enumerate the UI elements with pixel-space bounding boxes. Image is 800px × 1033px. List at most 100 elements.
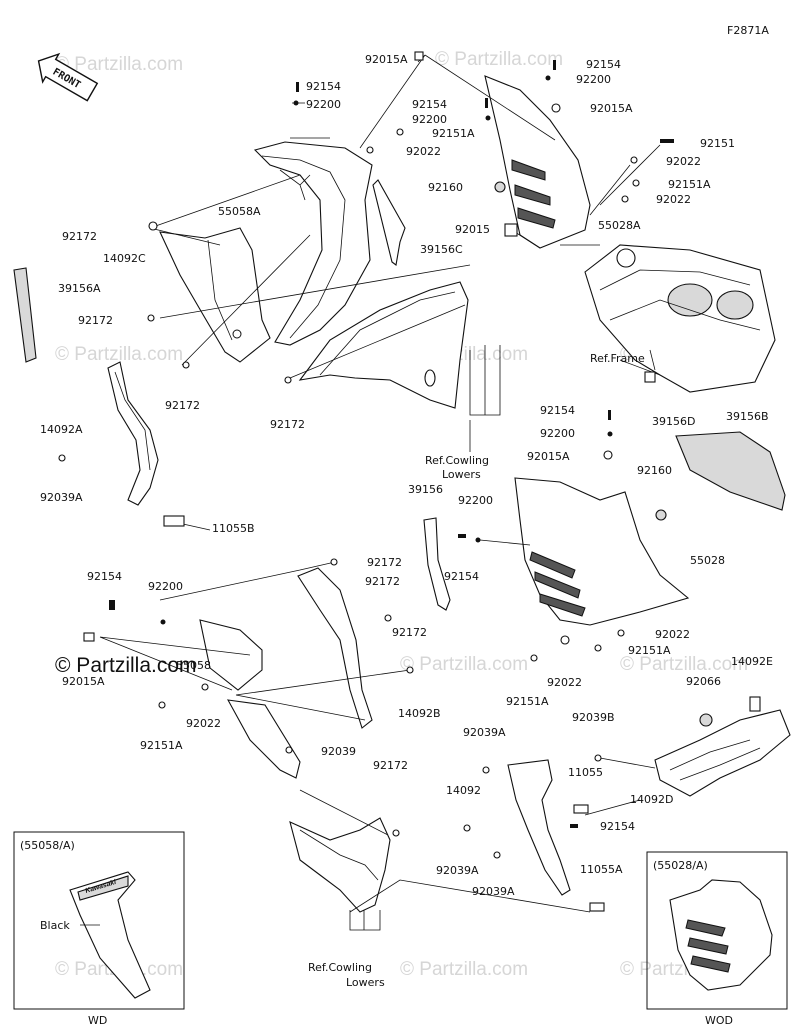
label-92151A-r: 92151A [668, 178, 711, 191]
label-92172-h: 92172 [373, 759, 408, 772]
label-ref-cowling-2b: Lowers [346, 976, 385, 989]
label-92015: 92015 [455, 223, 490, 236]
label-92160-a: 92160 [428, 181, 463, 194]
label-92151A-c: 92151A [506, 695, 549, 708]
washer-92200-b [545, 75, 551, 81]
washer-92200-e [475, 537, 481, 543]
watermark-7: © Partzilla.com [620, 654, 748, 675]
screw-92172-h [392, 829, 400, 837]
frame-ref [584, 244, 776, 393]
figure-code: F2871A [727, 24, 769, 37]
screw-92172-a [148, 221, 158, 231]
screw-92151A-b [594, 644, 602, 652]
label-14092C: 14092C [103, 252, 146, 265]
watermarks: © Partzilla.com © Partzilla.com © Partzi… [55, 49, 748, 980]
label-ref-cowling-1: Ref.Cowling [425, 454, 489, 467]
washer-92022-b [617, 629, 625, 637]
pad-39156B [675, 431, 786, 511]
washer-92200-c [485, 115, 491, 121]
label-11055: 11055 [568, 766, 603, 779]
watermark-6: © Partzilla.com [400, 654, 528, 675]
main-watermark: © Partzilla.com [55, 654, 197, 677]
label-92172-c: 92172 [165, 399, 200, 412]
label-92154-d: 92154 [540, 404, 575, 417]
label-92172-d: 92172 [270, 418, 305, 431]
watermark-2: © Partzilla.com [435, 49, 563, 70]
label-92154-c: 92154 [412, 98, 447, 111]
washer-92022-r [630, 156, 638, 164]
clip-11055B [163, 515, 185, 527]
label-92022-r: 92022 [666, 155, 701, 168]
label-ref-cowling-1b: Lowers [442, 468, 481, 481]
fasteners [58, 51, 761, 912]
label-92200-c: 92200 [412, 113, 447, 126]
label-92172-g: 92172 [392, 626, 427, 639]
screw-92172-c [182, 361, 190, 369]
clip-92015A-m [603, 450, 613, 460]
screw-92172-g [406, 666, 414, 674]
label-92015A-top: 92015A [365, 53, 408, 66]
inset-right-frame [646, 851, 788, 1010]
label-92022-c: 92022 [547, 676, 582, 689]
label-92200-b: 92200 [576, 73, 611, 86]
bolt-92154-d [608, 410, 611, 420]
inset-left-label: Black [40, 919, 70, 932]
rivet-92039A-c [463, 824, 471, 832]
label-92151A-b: 92151A [628, 644, 671, 657]
label-92154-g: 92154 [600, 820, 635, 833]
lower-cowl-bottom [289, 817, 391, 913]
bolt-92154-g [570, 824, 578, 828]
label-14092E: 14092E [731, 655, 773, 668]
upper-cowl-55058A [253, 141, 373, 346]
label-39156C: 39156C [420, 243, 463, 256]
label-92172-b: 92172 [78, 314, 113, 327]
bolt-92154-b [553, 60, 556, 70]
label-55058: 55058 [176, 659, 211, 672]
inset-55058A: (55058/A) Kawasaki Black WD [13, 831, 185, 1027]
screw-92151A-d [158, 701, 166, 709]
screw-92151A-a [396, 128, 404, 136]
label-92015A-r: 92015A [590, 102, 633, 115]
label-92200-f: 92200 [148, 580, 183, 593]
label-ref-cowling-2: Ref.Cowling [308, 961, 372, 974]
watermark-9: © Partzilla.com [400, 959, 528, 980]
label-92154-a: 92154 [306, 80, 341, 93]
clip-11055A [589, 902, 605, 912]
label-92066: 92066 [686, 675, 721, 688]
screw-92172-b [147, 314, 155, 322]
screw-92151 [660, 139, 674, 143]
bracket-14092E [749, 696, 761, 712]
label-55028: 55028 [690, 554, 725, 567]
label-92015A-m: 92015A [527, 450, 570, 463]
rivet-92039B [594, 754, 602, 762]
washer-92200-a [293, 100, 299, 106]
label-92151: 92151 [700, 137, 735, 150]
label-55058A: 55058A [218, 205, 261, 218]
label-92200-a: 92200 [306, 98, 341, 111]
label-92200-e: 92200 [458, 494, 493, 507]
inset-55028A: (55028/A) WOD [646, 851, 788, 1027]
washer-92200-d [607, 431, 613, 437]
pad-39156D [644, 371, 656, 383]
nut-92160-b [655, 509, 667, 521]
label-92172-f: 92172 [365, 575, 400, 588]
side-cowl-55028 [514, 477, 690, 626]
bracket-14092A [107, 361, 159, 506]
label-14092A: 14092A [40, 423, 83, 436]
duct-14092D [654, 709, 791, 797]
label-14092B: 14092B [398, 707, 441, 720]
screw-92172-d [284, 376, 292, 384]
label-14092D: 14092D [630, 793, 673, 806]
bracket-14092 [507, 759, 571, 896]
label-92172-e: 92172 [367, 556, 402, 569]
inner-panel-14092C [159, 227, 271, 363]
strip-39156C [372, 179, 406, 266]
rivet-92039A-a [58, 454, 66, 462]
duct-55028A [484, 75, 591, 249]
label-ref-frame: Ref.Frame [590, 352, 645, 365]
rivet-92039 [285, 746, 293, 754]
label-92160-b: 92160 [637, 464, 672, 477]
washer-92022-a [366, 146, 374, 154]
label-11055B: 11055B [212, 522, 255, 535]
